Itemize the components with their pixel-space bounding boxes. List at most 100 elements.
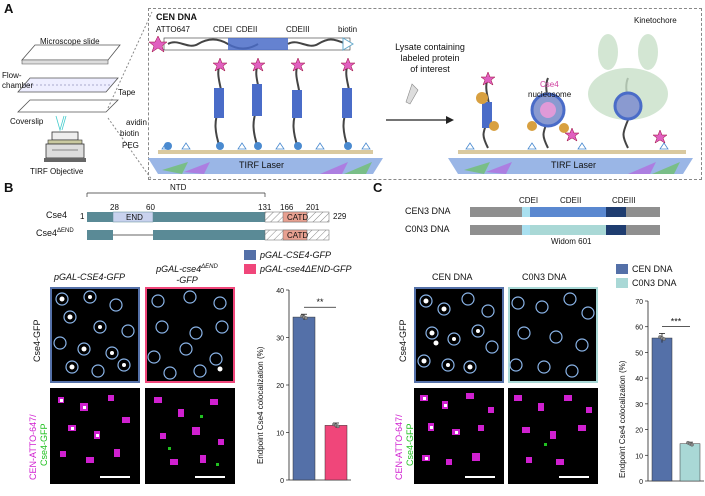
tirf-laser-label-right: TIRF Laser xyxy=(551,160,597,170)
micrograph-c-spots xyxy=(417,292,595,465)
avidin-label: avidin xyxy=(126,118,147,127)
col1-title-c: CEN DNA xyxy=(432,272,473,282)
cse4-row-label: Cse4 xyxy=(46,210,68,220)
col2-title-c: C0N3 DNA xyxy=(522,272,567,282)
tape-label: Tape xyxy=(118,88,136,97)
chart-c-point-1-2 xyxy=(690,442,694,447)
chart-b-bar-0 xyxy=(292,316,316,481)
chart-b-ylabel: Endpoint Cse4 colocalization (%) xyxy=(256,346,265,464)
cdeii-label-c: CDEII xyxy=(560,196,582,205)
cdeiii-label-a: CDEIII xyxy=(286,25,310,34)
biotin-label-top: biotin xyxy=(338,25,358,34)
legend-c-swatch-1 xyxy=(616,264,628,274)
row-label-c-merge-a: CEN-ATTO-647/ xyxy=(394,414,404,480)
chart-c-ytick-label-4: 40 xyxy=(635,376,643,383)
chart-b-ytick-label-0: 0 xyxy=(280,478,284,485)
panel-a-letter: A xyxy=(4,1,14,16)
ntd-label: NTD xyxy=(170,183,187,192)
peg-label: PEG xyxy=(122,141,139,150)
cen3-dna-label: CEN3 DNA xyxy=(405,206,451,216)
legend-b-item-2: pGAL-cse4ΔEND-GFP xyxy=(244,262,352,276)
catd-box-label-2: CATD xyxy=(287,231,309,240)
scale-bar-b-1 xyxy=(100,476,130,478)
chart-b-ytick-label-3: 30 xyxy=(276,336,284,343)
micrograph-b-cse4-gfp-wt xyxy=(50,287,140,383)
catd-box-label-1: CATD xyxy=(287,213,309,222)
chart-c-sig-label: *** xyxy=(671,316,682,326)
chart-b-ytick-label-1: 10 xyxy=(276,431,284,438)
zoom-box xyxy=(148,8,702,180)
cse4-dend-main: Cse4 xyxy=(36,228,58,238)
cse4-dend-row-label: Cse4ΔEND xyxy=(36,228,74,238)
row-label-c-gfp: Cse4-GFP xyxy=(398,319,408,362)
col2-title-b: pGAL-cse4ΔEND-GFP xyxy=(148,262,226,286)
chart-b-ytick-label-2: 20 xyxy=(276,383,284,390)
chart-c-bar-0 xyxy=(651,337,673,482)
biotin-label-left: biotin xyxy=(120,129,140,138)
chart-b-point-1-2 xyxy=(336,424,340,429)
panel-b-letter: B xyxy=(4,180,14,195)
microscope-slide-label: Microscope slide xyxy=(40,37,100,46)
c0n3-dna-label: C0N3 DNA xyxy=(405,224,450,234)
legend-b: pGAL-CSE4-GFP pGAL-cse4ΔEND-GFP xyxy=(244,248,352,276)
chart-b-ytick-label-4: 40 xyxy=(276,288,284,295)
single-molecule-assay-illustration xyxy=(148,34,693,174)
row-label-c-merge-b: Cse4-GFP xyxy=(405,423,415,466)
col2-title-b-part2: -GFP xyxy=(176,275,198,285)
legend-b-label-1: pGAL-CSE4-GFP xyxy=(260,250,332,260)
chart-c-ytick-label-3: 30 xyxy=(635,402,643,409)
cen-dna-map xyxy=(470,207,660,235)
scale-bar-c-1 xyxy=(465,476,495,478)
legend-c-item-2: C0N3 DNA xyxy=(616,276,677,290)
flow-chamber-label: Flow- chamber xyxy=(2,71,34,90)
chart-c-ytick-label-1: 10 xyxy=(635,453,643,460)
chart-c-ytick-label-6: 60 xyxy=(635,325,643,332)
chart-c-ytick-label-7: 70 xyxy=(635,299,643,306)
cdeii-label-a: CDEII xyxy=(236,25,258,34)
end-box-label: END xyxy=(126,213,143,222)
col2-title-b-part1: pGAL-cse4 xyxy=(156,264,202,274)
row-label-b-merge-b: Cse4-GFP xyxy=(39,423,49,466)
cdeiii-label-c: CDEIII xyxy=(612,196,636,205)
pos-229: 229 xyxy=(333,212,347,221)
legend-c-label-2: C0N3 DNA xyxy=(632,278,677,288)
legend-c-item-1: CEN DNA xyxy=(616,262,677,276)
tirf-objective-label: TIRF Objective xyxy=(30,167,84,176)
cen-dna-title: CEN DNA xyxy=(156,12,198,22)
row-label-b-gfp: Cse4-GFP xyxy=(32,319,42,362)
cse4-nucleosome-label-2: nucleosome xyxy=(528,90,572,99)
coverslip-label: Coverslip xyxy=(10,117,44,126)
cse4-nucleosome-label-1: Cse4 xyxy=(540,80,559,89)
lysate-label: Lysate containing labeled protein of int… xyxy=(395,42,465,74)
chart-c-ylabel: Endpoint Cse4 colocalization (%) xyxy=(618,360,627,478)
micrograph-c-gfp-c0n3 xyxy=(508,287,598,383)
micrograph-b-spots xyxy=(53,290,229,466)
legend-b-item-1: pGAL-CSE4-GFP xyxy=(244,248,352,262)
legend-c-label-1: CEN DNA xyxy=(632,264,673,274)
chart-b-point-0-2 xyxy=(304,316,308,320)
col1-title-b: pGAL-CSE4-GFP xyxy=(54,272,126,282)
chart-c-ytick-label-5: 50 xyxy=(635,350,643,357)
legend-c-swatch-2 xyxy=(616,278,628,288)
pos-166: 166 xyxy=(280,203,294,212)
cse4-dend-sup: ΔEND xyxy=(57,228,74,234)
chart-c-bar-1 xyxy=(679,443,701,482)
legend-c: CEN DNA C0N3 DNA xyxy=(616,262,677,290)
scale-bar-c-2 xyxy=(559,476,589,478)
pos-131: 131 xyxy=(258,203,272,212)
kinetochore-label: Kinetochore xyxy=(634,16,677,25)
micrograph-c-merge-cen xyxy=(414,388,504,484)
cdei-label-a: CDEI xyxy=(213,25,233,34)
cdei-label-c: CDEI xyxy=(519,196,539,205)
chart-c-ytick-label-0: 0 xyxy=(639,479,643,486)
pos-28: 28 xyxy=(110,203,119,212)
chart-c: 0 10 20 30 40 50 60 70 *** xyxy=(635,299,704,486)
tirf-laser-label-left: TIRF Laser xyxy=(239,160,285,170)
cse4-domain-map xyxy=(86,192,330,241)
legend-b-swatch-1 xyxy=(244,250,256,260)
chart-c-point-0-2 xyxy=(662,337,666,341)
widom-label: Widom 601 xyxy=(551,237,592,246)
chart-c-ytick-label-2: 20 xyxy=(635,428,643,435)
tirf-setup-illustration xyxy=(17,44,121,162)
